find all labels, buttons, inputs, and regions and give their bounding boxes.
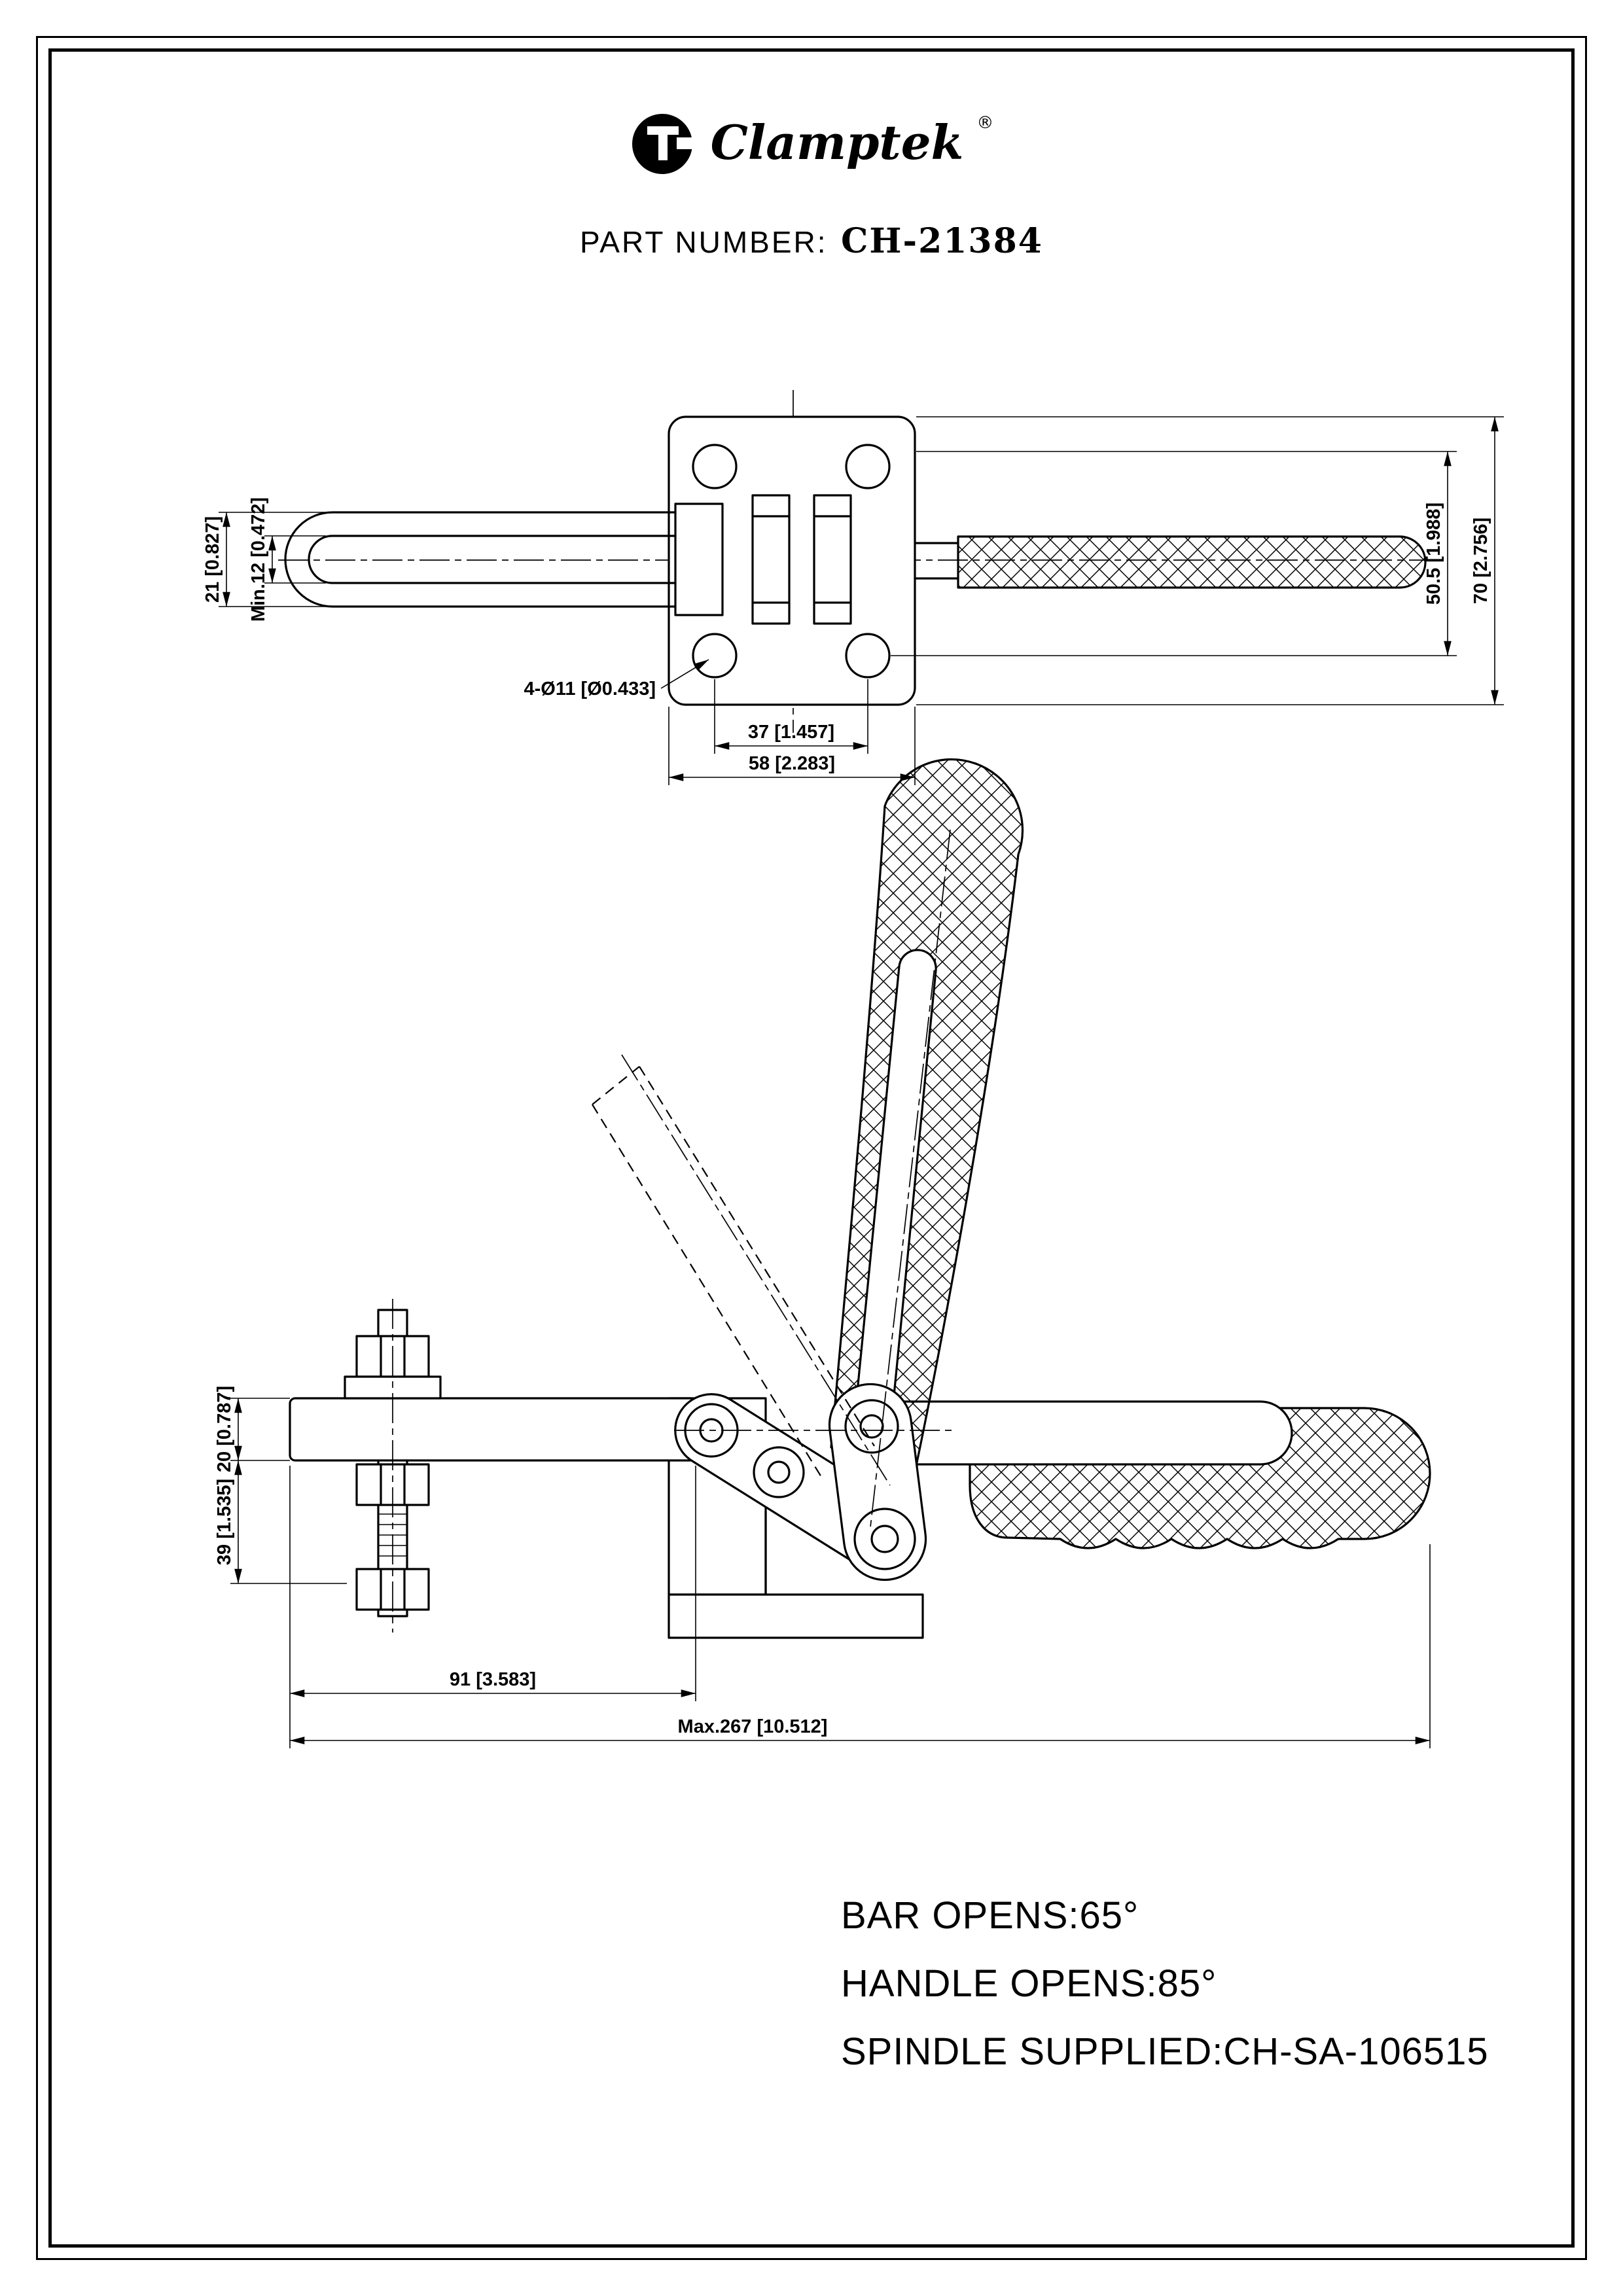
pivot-pin bbox=[870, 1525, 899, 1553]
top-view-dimensions: 21 [0.827] Min.12 [0.472] 4-Ø11 [Ø0.433]… bbox=[202, 416, 1504, 785]
side-view-dimensions: 20 [0.787] 39 [1.535] 91 [3.583] Max.267… bbox=[214, 1386, 1431, 1748]
sheet-border-outer bbox=[36, 36, 1587, 2260]
mounting-hole bbox=[692, 444, 738, 489]
open-bar-centerline bbox=[621, 1054, 891, 1486]
brand-header: Clamptek ® bbox=[0, 109, 1623, 177]
dim-bar-thickness-text: 20 [0.787] bbox=[214, 1386, 235, 1472]
clamptek-logo-icon bbox=[630, 109, 698, 177]
note-handle-opens: HANDLE OPENS:85° bbox=[841, 1962, 1217, 2005]
dim-max-length-text: Max.267 [10.512] bbox=[678, 1716, 828, 1737]
note-spindle-supplied: SPINDLE SUPPLIED:CH-SA-106515 bbox=[841, 2030, 1489, 2073]
part-number-line: PART NUMBER: CH-21384 bbox=[0, 221, 1623, 261]
top-view-drawing: 21 [0.827] Min.12 [0.472] 4-Ø11 [Ø0.433]… bbox=[202, 390, 1504, 785]
clamp-arm bbox=[289, 1397, 697, 1462]
mounting-hole bbox=[692, 633, 738, 679]
hole-callout-text: 4-Ø11 [Ø0.433] bbox=[524, 679, 656, 699]
pivot-pin bbox=[767, 1460, 791, 1484]
washer bbox=[344, 1375, 442, 1400]
dim-outer-width-text: 21 [0.827] bbox=[202, 516, 223, 603]
dim-base-width-text: 58 [2.283] bbox=[749, 753, 835, 774]
registered-trademark: ® bbox=[976, 113, 994, 133]
brand-name: Clamptek bbox=[710, 115, 964, 170]
logo-glyph bbox=[632, 114, 696, 174]
sheet-border-inner bbox=[48, 48, 1575, 2248]
dim-inner-width-text: Min.12 [0.472] bbox=[248, 497, 269, 622]
pivot-lug bbox=[813, 494, 852, 518]
dim-height-505-text: 50.5 [1.988] bbox=[1423, 503, 1444, 605]
part-number-value: CH-21384 bbox=[840, 221, 1043, 261]
mounting-plate bbox=[668, 415, 916, 706]
part-number-label: PART NUMBER: bbox=[580, 225, 828, 259]
pivot-lug bbox=[751, 494, 791, 518]
mounting-hole bbox=[845, 633, 891, 679]
handle-grip-hatched bbox=[957, 535, 1427, 589]
dim-drop-text: 39 [1.535] bbox=[214, 1479, 235, 1565]
spindle-nuts bbox=[344, 1335, 442, 1611]
bar-open-position bbox=[592, 1066, 875, 1481]
bar-in-grip bbox=[894, 1400, 1293, 1466]
notes-block: BAR OPENS:65° HANDLE OPENS:85° SPINDLE S… bbox=[841, 1882, 1489, 2086]
note-bar-opens: BAR OPENS:65° bbox=[841, 1894, 1139, 1937]
pivot-pin bbox=[859, 1414, 884, 1439]
dim-bar-length-text: 91 [3.583] bbox=[450, 1669, 536, 1690]
bar-clevis-block bbox=[674, 503, 724, 616]
side-view-drawing: 20 [0.787] 39 [1.535] 91 [3.583] Max.267… bbox=[214, 758, 1431, 1748]
dim-height-70-text: 70 [2.756] bbox=[1471, 518, 1491, 604]
pivot-lug bbox=[813, 601, 852, 625]
pivot-lug bbox=[751, 601, 791, 625]
u-bar bbox=[284, 494, 852, 625]
handle-top-view bbox=[914, 535, 1427, 589]
clamp-base bbox=[668, 1593, 924, 1639]
open-handle-centerline bbox=[870, 829, 951, 1528]
dim-hole-spacing-text: 37 [1.457] bbox=[748, 722, 834, 743]
mounting-hole bbox=[845, 444, 891, 489]
